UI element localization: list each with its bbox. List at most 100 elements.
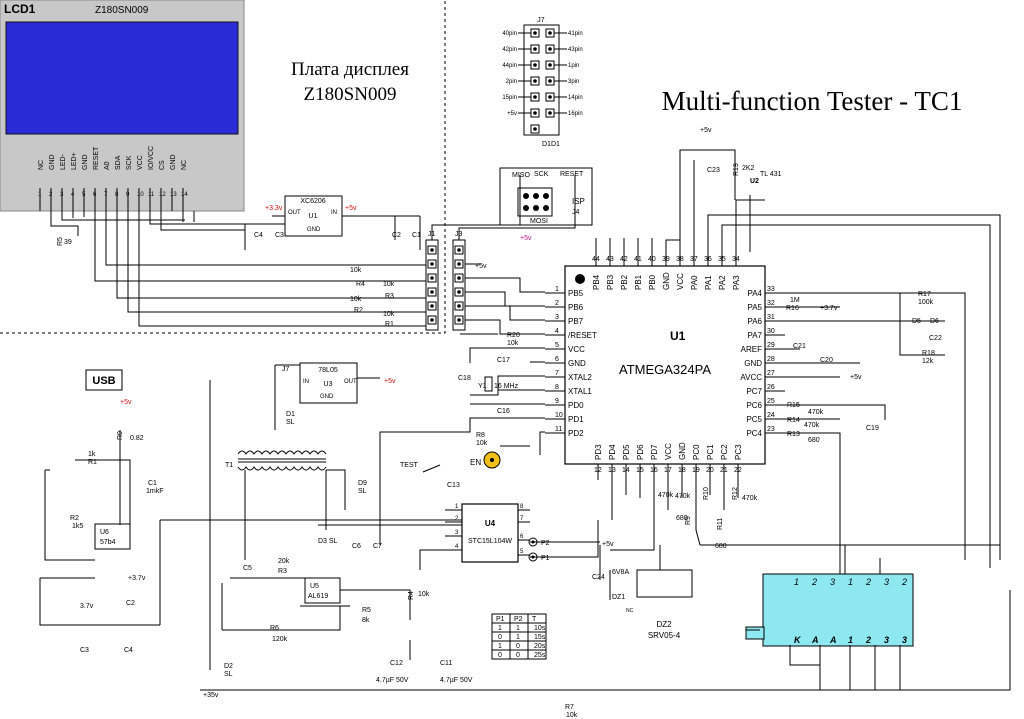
tvs-dz2: DZ2 SRV05-4 NC [626, 569, 693, 640]
resistor-ref: R9 [685, 516, 692, 525]
mcu-pin-name: PB1 [634, 274, 643, 290]
diode-ref: D9 [358, 480, 367, 487]
resistor-value: 680 [676, 515, 688, 522]
mcu-pin-name: PD2 [568, 429, 584, 438]
diode-tag: 6V8A [612, 569, 629, 576]
rail-label: +35v [203, 692, 219, 699]
mode-table-cell: 20s [534, 643, 546, 650]
mcu-pin-number: 24 [767, 412, 775, 419]
page-title: Multi-function Tester - TC1 [662, 86, 963, 116]
capacitor-value: 4.7µF 50V [376, 677, 409, 684]
lcd-pin-label: NC [38, 160, 45, 170]
u4-name: U4 [485, 519, 496, 528]
resistor-ref: R8 [476, 432, 485, 439]
mcu-pin-name: /RESET [568, 331, 597, 340]
mcu-pin-number: 44 [592, 256, 600, 263]
usb-label: USB [92, 375, 115, 387]
test-label: TEST [400, 462, 419, 469]
resistor-value: 12k [922, 358, 934, 365]
probe-bottom-label: 3 [902, 635, 907, 645]
capacitor-ref: C1 [148, 480, 157, 487]
mcu-name: U1 [670, 329, 686, 343]
j7-left-label: 15pin [502, 95, 517, 101]
diode-ref: D2 [224, 663, 233, 670]
rail-label: 3.7v [80, 603, 94, 610]
mcu-pin-number: 20 [706, 467, 714, 474]
u4-part: STC15L104W [468, 538, 512, 545]
u3-5v: +5v [384, 378, 396, 385]
u3-name: U3 [324, 381, 333, 388]
probe-bottom-label: A [811, 635, 819, 645]
lcd-pin-number: 13 [170, 192, 177, 198]
resistor-value: 470k [658, 492, 674, 499]
mcu-pin-name: PB2 [620, 274, 629, 290]
capacitor-value: 4.7µF 50V [440, 677, 473, 684]
mcu-pin-name: PB7 [568, 317, 584, 326]
mcu-pin-name: GND [568, 359, 586, 368]
u4-pin-number: 5 [520, 549, 524, 555]
resistor-value: 10k [476, 440, 488, 447]
mcu-pin-name: VCC [568, 345, 585, 354]
resistor-ref: R19 [733, 163, 740, 176]
mcu-part: ATMEGA324PA [619, 362, 711, 377]
xc-part: XC6206 [300, 198, 325, 205]
resistor-ref: R0 [117, 431, 124, 440]
j7-right-label: 41pin [568, 31, 583, 37]
mcu-pin-name: PC2 [720, 444, 729, 460]
lcd-pin-label: SDA [115, 155, 122, 170]
u4-pin-number: 7 [520, 516, 524, 522]
xc-out: OUT [288, 210, 301, 216]
mcu-pin-name: PC0 [692, 444, 701, 460]
y1-freq: 16 MHz [494, 383, 519, 390]
resistor-value: 470k [808, 409, 824, 416]
probe-top-label: 3 [830, 577, 835, 587]
resistor-value: 10k [383, 311, 395, 318]
mcu-pin-name: PB4 [592, 274, 601, 290]
mode-table-cell: 1 [516, 625, 520, 632]
lcd-pin-label: RESET [93, 146, 100, 170]
mcu-pin-number: 40 [648, 256, 656, 263]
resistor-ref: R15 [787, 402, 800, 409]
mode-table-cell: 0 [498, 652, 502, 659]
mode-table-cell: 10s [534, 625, 546, 632]
mode-table-cell: 1 [516, 634, 520, 641]
diode-ref: D5 [912, 318, 921, 325]
regulator-78l05: 78L05 U3 IN OUT GND +5v [299, 362, 396, 404]
mcu-pin-name: PD5 [622, 444, 631, 460]
crystal-y1: Y1 16 MHz [478, 376, 519, 392]
probe-top-label: 3 [884, 577, 889, 587]
rail-label: +5v [850, 374, 862, 381]
isp-label: ISP [572, 197, 585, 206]
u3-part: 78L05 [318, 367, 338, 374]
mcu-pin-name: PA1 [704, 275, 713, 290]
probe-bottom-label: 2 [865, 635, 871, 645]
mcu-pin-name: PA4 [747, 289, 762, 298]
u3-in: IN [303, 379, 309, 385]
capacitor-ref: C23 [707, 167, 720, 174]
resistor-value: 680 [808, 437, 820, 444]
u4-pin-number: 4 [455, 544, 459, 550]
xc-name: U1 [309, 213, 318, 220]
mcu-pin-number: 39 [662, 256, 670, 263]
dz2-nc: NC [626, 608, 634, 614]
resistor-ref: R18 [922, 350, 935, 357]
u6-name: U6 [100, 529, 109, 536]
mcu-pin-number: 29 [767, 342, 775, 349]
j7-name: J7 [537, 17, 545, 24]
capacitor-ref: C18 [458, 375, 471, 382]
xc-gnd: GND [307, 227, 321, 233]
mcu-pin-name: PB3 [606, 274, 615, 290]
d1-label: D1 [551, 141, 560, 148]
capacitor-ref: C16 [497, 408, 510, 415]
resistor-ref: R7 [565, 704, 574, 711]
mcu-pin-number: 30 [767, 328, 775, 335]
isp-connector: MISO SCK RESET MOSI ISP J4 +5v [499, 167, 593, 242]
capacitor-ref: C3 [80, 647, 89, 654]
mcu-pin-name: PC4 [746, 429, 762, 438]
xc-in: IN [331, 210, 337, 216]
mcu-pin-number: 6 [555, 356, 559, 363]
mcu-pin-number: 42 [620, 256, 628, 263]
resistor-ref: R11 [717, 518, 724, 530]
display-caption-line1: Плата дисплея [291, 59, 409, 80]
resistor-value: 39 [64, 239, 72, 246]
